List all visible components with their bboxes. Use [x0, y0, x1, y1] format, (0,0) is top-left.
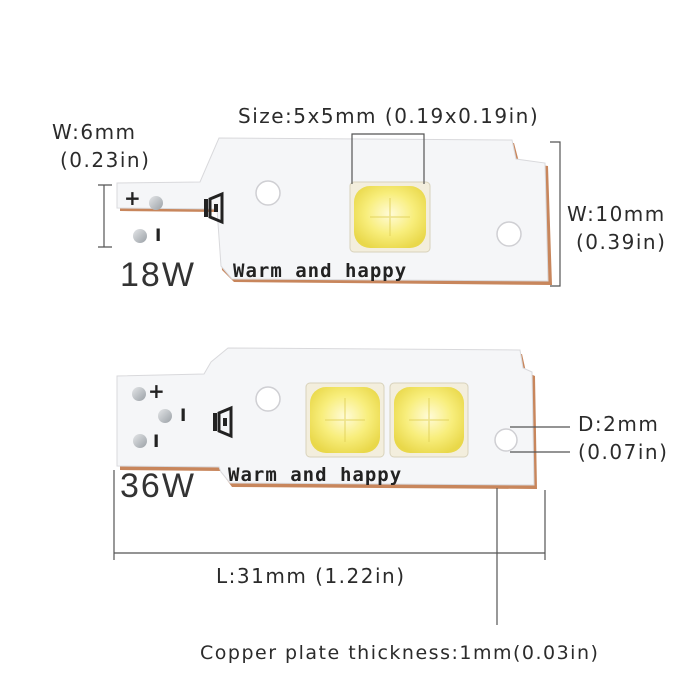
brand-text: Warm and happy	[228, 464, 403, 486]
mount-hole	[255, 180, 281, 206]
solder-pad	[149, 196, 163, 210]
pcb-board	[116, 137, 549, 282]
wattage-label-18w: 18W	[120, 256, 196, 294]
thickness-label: Copper plate thickness:1mm(0.03in)	[200, 642, 600, 664]
width-large-bracket	[550, 141, 561, 287]
mount-hole	[255, 386, 281, 412]
width-small-bracket	[98, 184, 112, 248]
solder-pad	[158, 409, 172, 423]
width-small-in-label: (0.23in)	[60, 148, 151, 172]
hole-in-label: (0.07in)	[578, 440, 669, 464]
solder-pad	[133, 229, 147, 243]
led-chip	[389, 382, 469, 458]
led-chip	[349, 181, 431, 253]
minus-marker: I	[180, 406, 187, 426]
width-small-mm-label: W:6mm	[52, 120, 137, 144]
hole-leader-line	[510, 426, 570, 453]
width-large-mm-label: W:10mm	[567, 202, 666, 226]
size-bracket	[351, 133, 425, 184]
brand-text: Warm and happy	[233, 260, 408, 282]
plus-marker: +	[148, 379, 165, 403]
plus-marker: +	[124, 186, 141, 210]
led-board-36w	[116, 347, 537, 489]
led-symbol-icon	[213, 405, 233, 439]
mount-hole	[496, 221, 522, 247]
width-large-in-label: (0.39in)	[576, 230, 667, 254]
length-dimension-line	[113, 470, 546, 560]
solder-pad	[133, 434, 147, 448]
led-chip	[305, 382, 385, 458]
minus-marker: I	[153, 432, 160, 452]
wattage-label-36w: 36W	[120, 467, 196, 505]
minus-marker: I	[155, 226, 162, 246]
mount-hole	[494, 428, 518, 452]
led-symbol-icon	[204, 191, 224, 225]
dimension-lines	[98, 133, 570, 625]
led-board-18w	[116, 137, 552, 285]
length-label: L:31mm (1.22in)	[216, 564, 406, 588]
size-label: Size:5x5mm (0.19x0.19in)	[238, 104, 540, 128]
solder-pad	[132, 387, 146, 401]
hole-mm-label: D:2mm	[578, 412, 660, 436]
